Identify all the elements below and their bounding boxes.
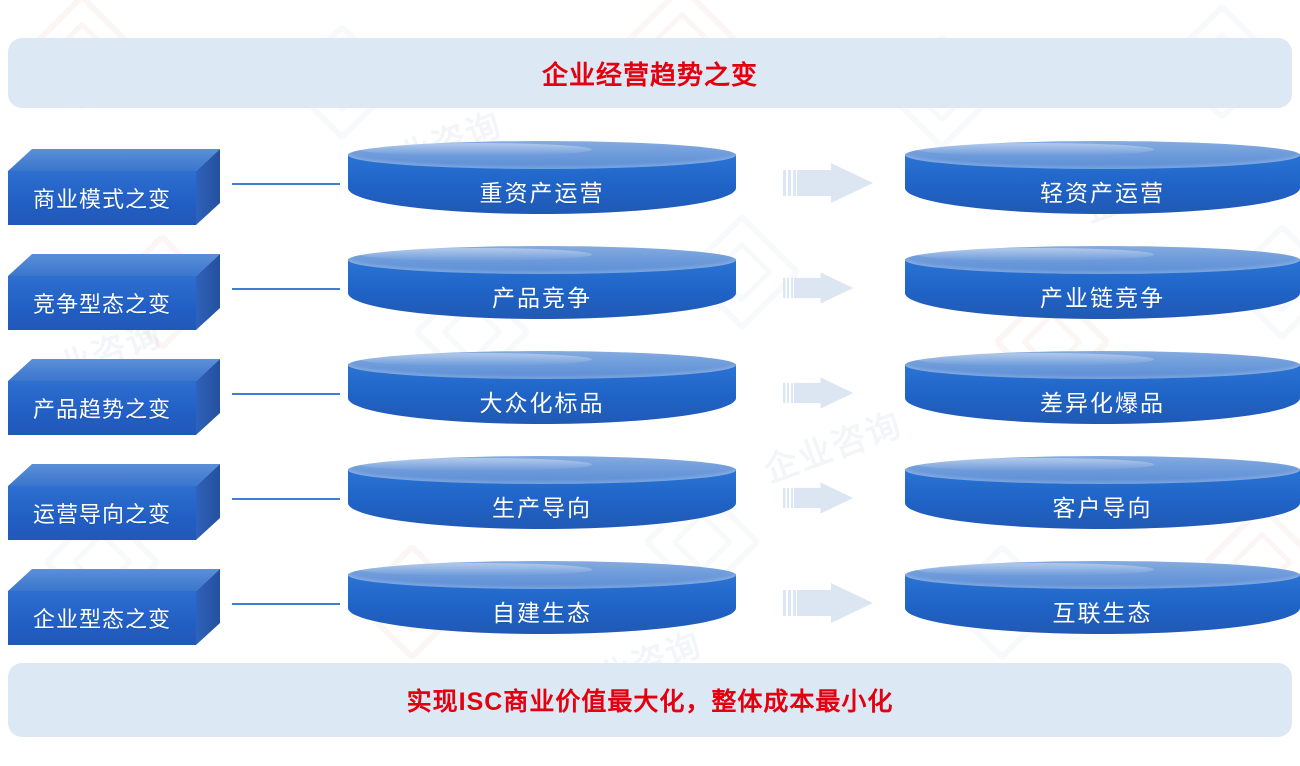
diagram-row: 运营导向之变 生产导向 客户导向 bbox=[0, 450, 1300, 546]
arrow-head bbox=[831, 583, 873, 623]
cylinder-highlight bbox=[359, 563, 593, 576]
box-top-face bbox=[8, 569, 220, 591]
cylinder-highlight bbox=[359, 353, 593, 366]
box-top-face bbox=[8, 254, 220, 276]
category-label: 商业模式之变 bbox=[32, 187, 171, 212]
to-label: 互联生态 bbox=[1052, 600, 1153, 626]
to-cylinder[interactable]: 产业链竞争 bbox=[905, 246, 1300, 332]
from-label: 生产导向 bbox=[492, 495, 592, 521]
cylinder-top bbox=[348, 141, 736, 169]
cylinder-top bbox=[905, 351, 1300, 379]
arrow-tail-bars bbox=[783, 277, 794, 299]
arrow-tail-bars bbox=[783, 487, 794, 509]
right-arrow-icon bbox=[783, 157, 873, 209]
category-box[interactable]: 商业模式之变 bbox=[8, 149, 220, 225]
to-label: 轻资产运营 bbox=[1040, 180, 1165, 206]
to-cylinder[interactable]: 轻资产运营 bbox=[905, 141, 1300, 227]
from-cylinder[interactable]: 大众化标品 bbox=[348, 351, 736, 437]
arrow-shaft bbox=[793, 382, 822, 404]
box-top-face bbox=[8, 149, 220, 171]
arrow-tail-bars bbox=[783, 382, 794, 404]
category-box[interactable]: 竞争型态之变 bbox=[8, 254, 220, 330]
cylinder-highlight bbox=[359, 143, 593, 156]
arrow-shaft bbox=[797, 170, 833, 196]
cylinder-highlight bbox=[359, 458, 593, 471]
cylinder-top bbox=[348, 246, 736, 274]
arrow-tail-bars bbox=[783, 590, 797, 616]
cylinder-top bbox=[905, 561, 1300, 589]
arrow-head bbox=[820, 272, 854, 304]
category-box[interactable]: 企业型态之变 bbox=[8, 569, 220, 645]
from-cylinder[interactable]: 生产导向 bbox=[348, 456, 736, 542]
from-label: 重资产运营 bbox=[479, 180, 605, 206]
box-front-face bbox=[8, 381, 196, 435]
to-label: 差异化爆品 bbox=[1040, 390, 1165, 416]
cylinder-highlight bbox=[916, 248, 1154, 261]
right-arrow-icon bbox=[783, 478, 854, 519]
category-box[interactable]: 产品趋势之变 bbox=[8, 359, 220, 435]
cylinder-highlight bbox=[916, 458, 1154, 471]
cylinder-highlight bbox=[916, 143, 1154, 156]
cylinder-highlight bbox=[916, 563, 1154, 576]
to-cylinder[interactable]: 客户导向 bbox=[905, 456, 1300, 542]
arrow-head bbox=[820, 377, 854, 409]
cylinder-top bbox=[348, 456, 736, 484]
from-cylinder[interactable]: 重资产运营 bbox=[348, 141, 736, 227]
to-cylinder[interactable]: 差异化爆品 bbox=[905, 351, 1300, 437]
from-label: 大众化标品 bbox=[479, 390, 605, 416]
category-label: 企业型态之变 bbox=[32, 607, 171, 632]
arrow-tail-bars bbox=[783, 170, 797, 196]
connector-line bbox=[232, 603, 340, 605]
from-label: 产品竞争 bbox=[492, 285, 592, 311]
cylinder-top bbox=[348, 561, 736, 589]
box-front-face bbox=[8, 171, 196, 225]
title-banner: 企业经营趋势之变 bbox=[8, 38, 1292, 108]
arrow-shaft bbox=[793, 487, 822, 509]
diagram-row: 商业模式之变 重资产运营 轻资产运营 bbox=[0, 135, 1300, 231]
category-label: 产品趋势之变 bbox=[32, 397, 171, 422]
arrow-shaft bbox=[797, 590, 833, 616]
from-cylinder[interactable]: 产品竞争 bbox=[348, 246, 736, 332]
connector-line bbox=[232, 498, 340, 500]
arrow-shaft bbox=[793, 277, 822, 299]
connector-line bbox=[232, 393, 340, 395]
box-front-face bbox=[8, 276, 196, 330]
from-cylinder[interactable]: 自建生态 bbox=[348, 561, 736, 647]
from-label: 自建生态 bbox=[492, 600, 592, 626]
diagram-row: 产品趋势之变 大众化标品 差异化爆品 bbox=[0, 345, 1300, 441]
footer-banner: 实现ISC商业价值最大化，整体成本最小化 bbox=[8, 663, 1292, 737]
box-top-face bbox=[8, 464, 220, 486]
connector-line bbox=[232, 288, 340, 290]
box-front-face bbox=[8, 591, 196, 645]
right-arrow-icon bbox=[783, 373, 854, 414]
cylinder-highlight bbox=[916, 353, 1154, 366]
arrow-head bbox=[820, 482, 854, 514]
category-box[interactable]: 运营导向之变 bbox=[8, 464, 220, 540]
to-label: 客户导向 bbox=[1052, 495, 1153, 521]
diagram-row: 企业型态之变 自建生态 互联生态 bbox=[0, 555, 1300, 651]
arrow-head bbox=[831, 163, 873, 203]
footer-text: 实现ISC商业价值最大化，整体成本最小化 bbox=[406, 688, 894, 716]
box-front-face bbox=[8, 486, 196, 540]
cylinder-top bbox=[905, 246, 1300, 274]
cylinder-highlight bbox=[359, 248, 593, 261]
cylinder-top bbox=[348, 351, 736, 379]
right-arrow-icon bbox=[783, 577, 873, 629]
category-label: 运营导向之变 bbox=[32, 502, 171, 527]
box-top-face bbox=[8, 359, 220, 381]
connector-line bbox=[232, 183, 340, 185]
page-title: 企业经营趋势之变 bbox=[541, 59, 758, 90]
right-arrow-icon bbox=[783, 268, 854, 309]
cylinder-top bbox=[905, 456, 1300, 484]
diagram-row: 竞争型态之变 产品竞争 产业链竞争 bbox=[0, 240, 1300, 336]
to-cylinder[interactable]: 互联生态 bbox=[905, 561, 1300, 647]
cylinder-top bbox=[905, 141, 1300, 169]
category-label: 竞争型态之变 bbox=[32, 292, 171, 317]
to-label: 产业链竞争 bbox=[1040, 285, 1165, 311]
